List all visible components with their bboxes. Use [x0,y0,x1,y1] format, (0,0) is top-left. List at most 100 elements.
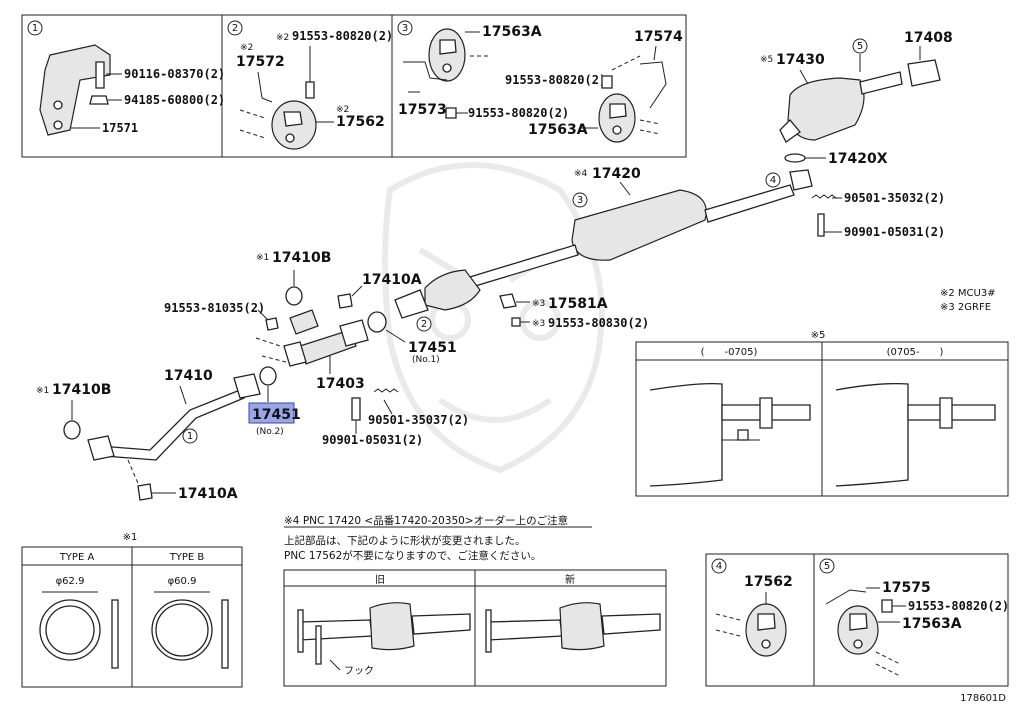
callout-4-box: 4 [711,558,727,574]
svg-text:※3: ※3 [532,319,545,329]
label-90901-05031-a: 90901-05031(2) [844,225,945,239]
svg-text:1: 1 [187,431,193,442]
label-91553-80820-d: 91553-80820(2) [908,599,1009,613]
svg-text:※4: ※4 [574,169,588,179]
gasket-type-b: φ60.9 [151,576,229,669]
label-90901-05031-b: 90901-05031(2) [322,433,423,447]
hanger-17573 [403,61,448,93]
callout-2-box: 2 [227,20,243,36]
hanger-17574 [470,45,667,135]
label-17408: 17408 [904,30,953,46]
label-17574: 17574 [634,29,683,45]
svg-text:4: 4 [770,175,776,186]
label-17575: 17575 [882,580,931,596]
label-90116-08370: 90116-08370(2) [124,67,225,81]
bolt-91553-80820-c [445,107,468,119]
old-pipe-drawing: フック [297,602,471,677]
label-17451-no1: 17451 [408,340,457,356]
label-17420: 17420 [592,166,641,182]
gasket-type-a: φ62.9 [39,576,119,669]
label-17410B-b: 17410B [52,382,111,398]
type-b-header: TYPE B [169,552,205,563]
svg-text:※1: ※1 [36,386,49,396]
hook-label: フック [344,665,374,677]
note4-title: ※4 PNC 17420 <品番17420-20350>オーダー上のご注意 [284,514,568,527]
insulator-17562-top [271,100,334,150]
bolt-91553-81035 [257,309,279,331]
dim-b: φ60.9 [168,576,197,587]
svg-text:※2: ※2 [276,33,289,43]
new-header: 新 [565,573,575,586]
callout-1-main: 1 [182,428,198,444]
label-17420X: 17420X [828,151,888,167]
detail-box-5 [813,553,1009,687]
label-91553-81035: 91553-81035(2) [164,301,265,315]
svg-text:※5: ※5 [760,55,773,65]
label-90501-35037: 90501-35037(2) [368,413,469,427]
label-17581A: 17581A [548,296,608,312]
svg-text:2: 2 [421,319,427,330]
label-17430: 17430 [776,52,825,68]
pipe-17403 [255,309,369,367]
label-17451-no2-highlight[interactable]: 17451 [248,402,301,424]
label-17563A-mid: 17563A [528,122,588,138]
callout-3-box: 3 [397,20,413,36]
label-17571: 17571 [102,121,138,135]
box5-col1: ( -0705) [701,347,758,358]
gasket-17451-no2 [259,366,277,402]
insulator-17563A-bot [837,605,901,677]
nut-17410A-a [337,285,363,309]
label-94185-60800: 94185-60800(2) [124,93,225,107]
insulator-17563A-top [428,28,480,82]
label-no2: (No.2) [256,427,284,437]
version-old-muffler [649,382,811,487]
spring-bolt-center [351,388,399,434]
gasket-17451-no1 [367,311,406,343]
bracket-17571 [39,44,122,136]
label-91553-80830: 91553-80830(2) [548,316,649,330]
hanger-17575 [825,587,906,613]
callout-2-main: 2 [416,316,432,332]
insulator-17563A-mid [580,93,636,143]
label-91553-80820-a: 91553-80820(2) [292,29,393,43]
legend-2grfe: ※3 2GRFE [940,302,991,313]
callout-1-box: 1 [27,20,43,36]
label-no1: (No.1) [412,355,440,365]
label-17403: 17403 [316,376,365,392]
note4-line3: PNC 17562が不要になりますので、ご注意ください。 [284,549,541,562]
svg-text:2: 2 [232,23,238,34]
label-17451-no2[interactable]: 17451 [252,407,301,423]
svg-text:※3: ※3 [532,299,545,309]
exhaust-pipe-17410 [87,373,261,489]
label-17572: 17572 [236,54,285,70]
callout-4-main: 4 [765,172,781,188]
label-17573: 17573 [398,102,447,118]
box5-title: ※5 [811,330,826,341]
detail-box-3 [391,14,687,158]
svg-text:※1: ※1 [256,253,269,263]
note4-line2: 上記部品は、下記のように形状が変更されました。 [284,534,526,547]
legend-mcu3: ※2 MCU3# [940,288,996,299]
callout-5-tail: 5 [852,38,868,54]
front-pipe-cat [394,244,579,319]
label-17410: 17410 [164,368,213,384]
label-91553-80820-b: 91553-80820(2) [505,73,606,87]
center-muffler-17420 [571,181,795,261]
box5-col2: (0705- ) [887,347,944,358]
label-17410A-b: 17410A [178,486,238,502]
figure-id: 178601D [960,693,1006,704]
label-17562-top: 17562 [336,114,385,130]
flange-rear [789,169,842,237]
bracket-17581A [499,293,530,327]
svg-text:5: 5 [857,41,863,52]
new-pipe-drawing [485,602,661,653]
callout-3-main: 3 [572,192,588,208]
svg-text:1: 1 [32,23,38,34]
svg-text:3: 3 [577,195,583,206]
svg-text:4: 4 [716,561,722,572]
label-90501-35032: 90501-35032(2) [844,191,945,205]
tail-pipe-17408 [907,46,941,87]
svg-text:3: 3 [402,23,408,34]
